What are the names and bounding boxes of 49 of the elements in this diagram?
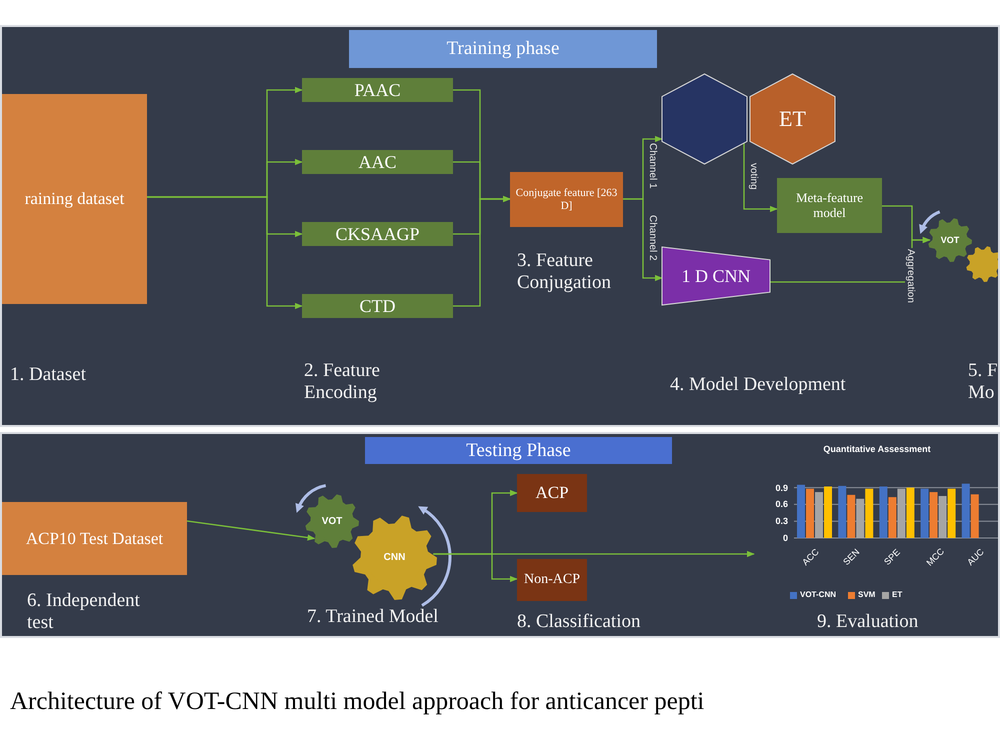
legend-label: ET	[892, 589, 902, 601]
dataset-box: ACP10 Test Dataset	[2, 502, 187, 575]
figure-caption: Architecture of VOT-CNN multi model approach for anticancer pepti	[10, 688, 706, 716]
step-caption: 9. Evaluation	[817, 611, 920, 633]
step-caption: 6. Independent test	[27, 590, 141, 634]
edge-label: Channel 1	[647, 142, 658, 190]
process-box: CTD	[302, 294, 453, 318]
process-box: AAC	[302, 150, 453, 174]
model-hexagon	[662, 74, 747, 164]
step-caption: 3. Feature Conjugation	[517, 250, 612, 294]
arrow	[453, 196, 511, 307]
model-trapezoid: 1 D CNN	[662, 247, 770, 305]
process-box: Non-ACP	[517, 559, 587, 601]
arrow	[743, 143, 778, 212]
gear-icon: CNN	[352, 515, 437, 600]
edge-label: Aggregation	[905, 248, 916, 304]
axis-tick-label: 0.6	[774, 498, 788, 510]
process-box: Meta-feature model	[777, 178, 882, 233]
step-caption: 5. F Mo	[968, 360, 998, 404]
process-box: CKSAAGP	[302, 222, 453, 246]
gear-icon	[966, 246, 998, 282]
phase-panel	[0, 25, 1000, 427]
arrow	[433, 550, 755, 558]
arrow	[623, 198, 663, 282]
step-caption: 2. Feature Encoding	[304, 360, 381, 404]
legend-label: VOT-CNN	[800, 589, 836, 601]
edge-label: Channel 2	[647, 214, 658, 262]
model-hexagon: ET	[750, 74, 835, 164]
step-caption: 8. Classification	[517, 611, 642, 633]
axis-tick-label: 0.3	[774, 515, 788, 528]
process-box: Conjugate feature [263 D]	[510, 172, 623, 227]
phase-banner: Testing Phase	[365, 437, 672, 464]
step-caption: 1. Dataset	[10, 364, 87, 386]
edge-label: voting	[748, 162, 759, 191]
legend-label: SVM	[858, 589, 876, 601]
process-box: ACP	[517, 474, 587, 512]
step-caption: 7. Trained Model	[307, 606, 440, 628]
step-caption: 4. Model Development	[670, 374, 847, 396]
axis-tick-label: 0	[782, 532, 788, 544]
axis-tick-label: 0.9	[774, 482, 788, 494]
phase-banner: Training phase	[349, 30, 657, 68]
process-box: PAAC	[302, 78, 453, 102]
arrow	[186, 520, 316, 541]
phase-panel	[0, 432, 1000, 638]
dataset-box: raining dataset	[2, 94, 147, 304]
gear-icon: VOT	[928, 218, 972, 262]
gear-icon: VOT	[305, 494, 359, 548]
chart-title: Quantitative Assessment	[822, 444, 932, 454]
arrow	[147, 196, 303, 310]
